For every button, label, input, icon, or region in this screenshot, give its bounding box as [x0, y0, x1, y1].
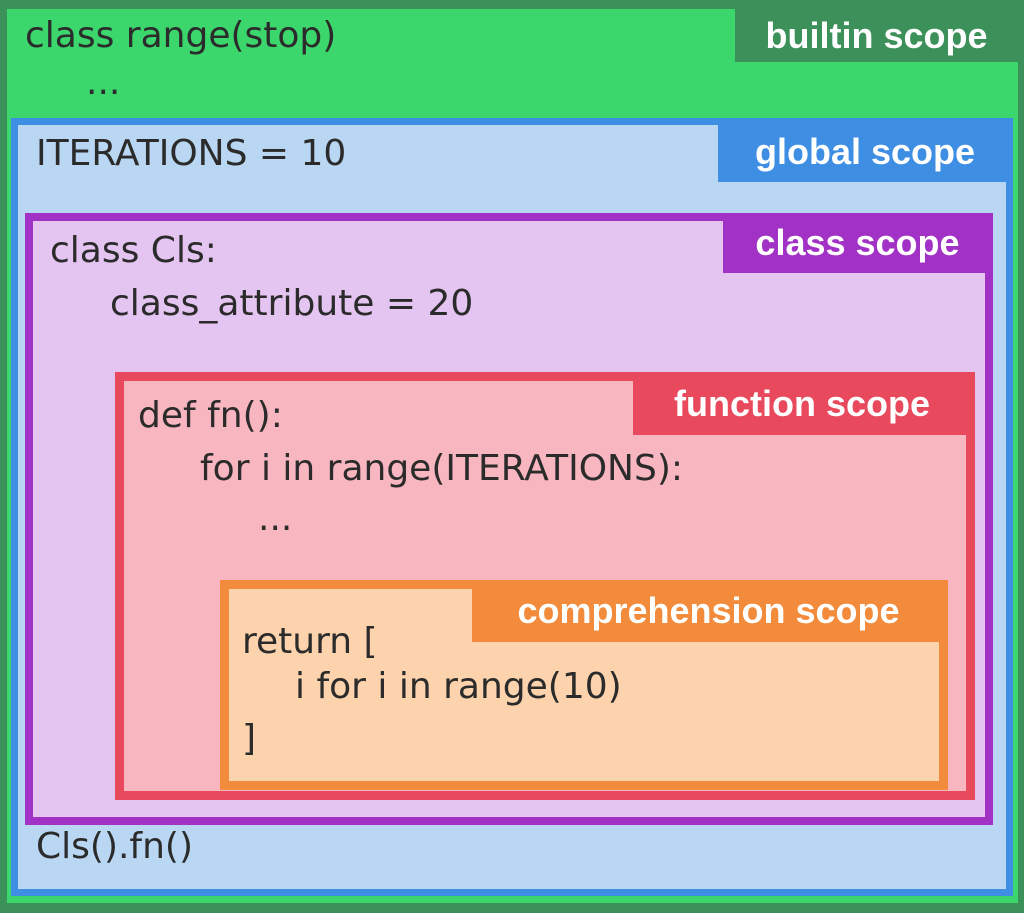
- code-line-builtin-ellipsis: ...: [86, 62, 121, 103]
- code-line-cls-fn-call: Cls().fn(): [36, 826, 194, 867]
- code-line-for-loop: for i in range(ITERATIONS):: [200, 448, 684, 489]
- code-line-function-ellipsis: ...: [258, 498, 293, 539]
- comprehension-scope-label: comprehension scope: [472, 580, 945, 642]
- code-line-closing-bracket: ]: [242, 718, 257, 759]
- function-scope-label: function scope: [633, 372, 971, 435]
- class-scope-label: class scope: [723, 213, 992, 273]
- code-line-return-bracket: return [: [242, 621, 378, 662]
- global-scope-label: global scope: [718, 121, 1012, 182]
- code-line-comprehension-body: i for i in range(10): [295, 666, 622, 707]
- code-line-class-range: class range(stop): [25, 15, 337, 56]
- code-line-def-fn: def fn():: [138, 395, 283, 436]
- code-line-class-attribute: class_attribute = 20: [110, 283, 474, 324]
- builtin-scope-label: builtin scope: [735, 9, 1018, 62]
- code-line-iterations: ITERATIONS = 10: [36, 133, 347, 174]
- code-line-class-cls: class Cls:: [50, 230, 217, 271]
